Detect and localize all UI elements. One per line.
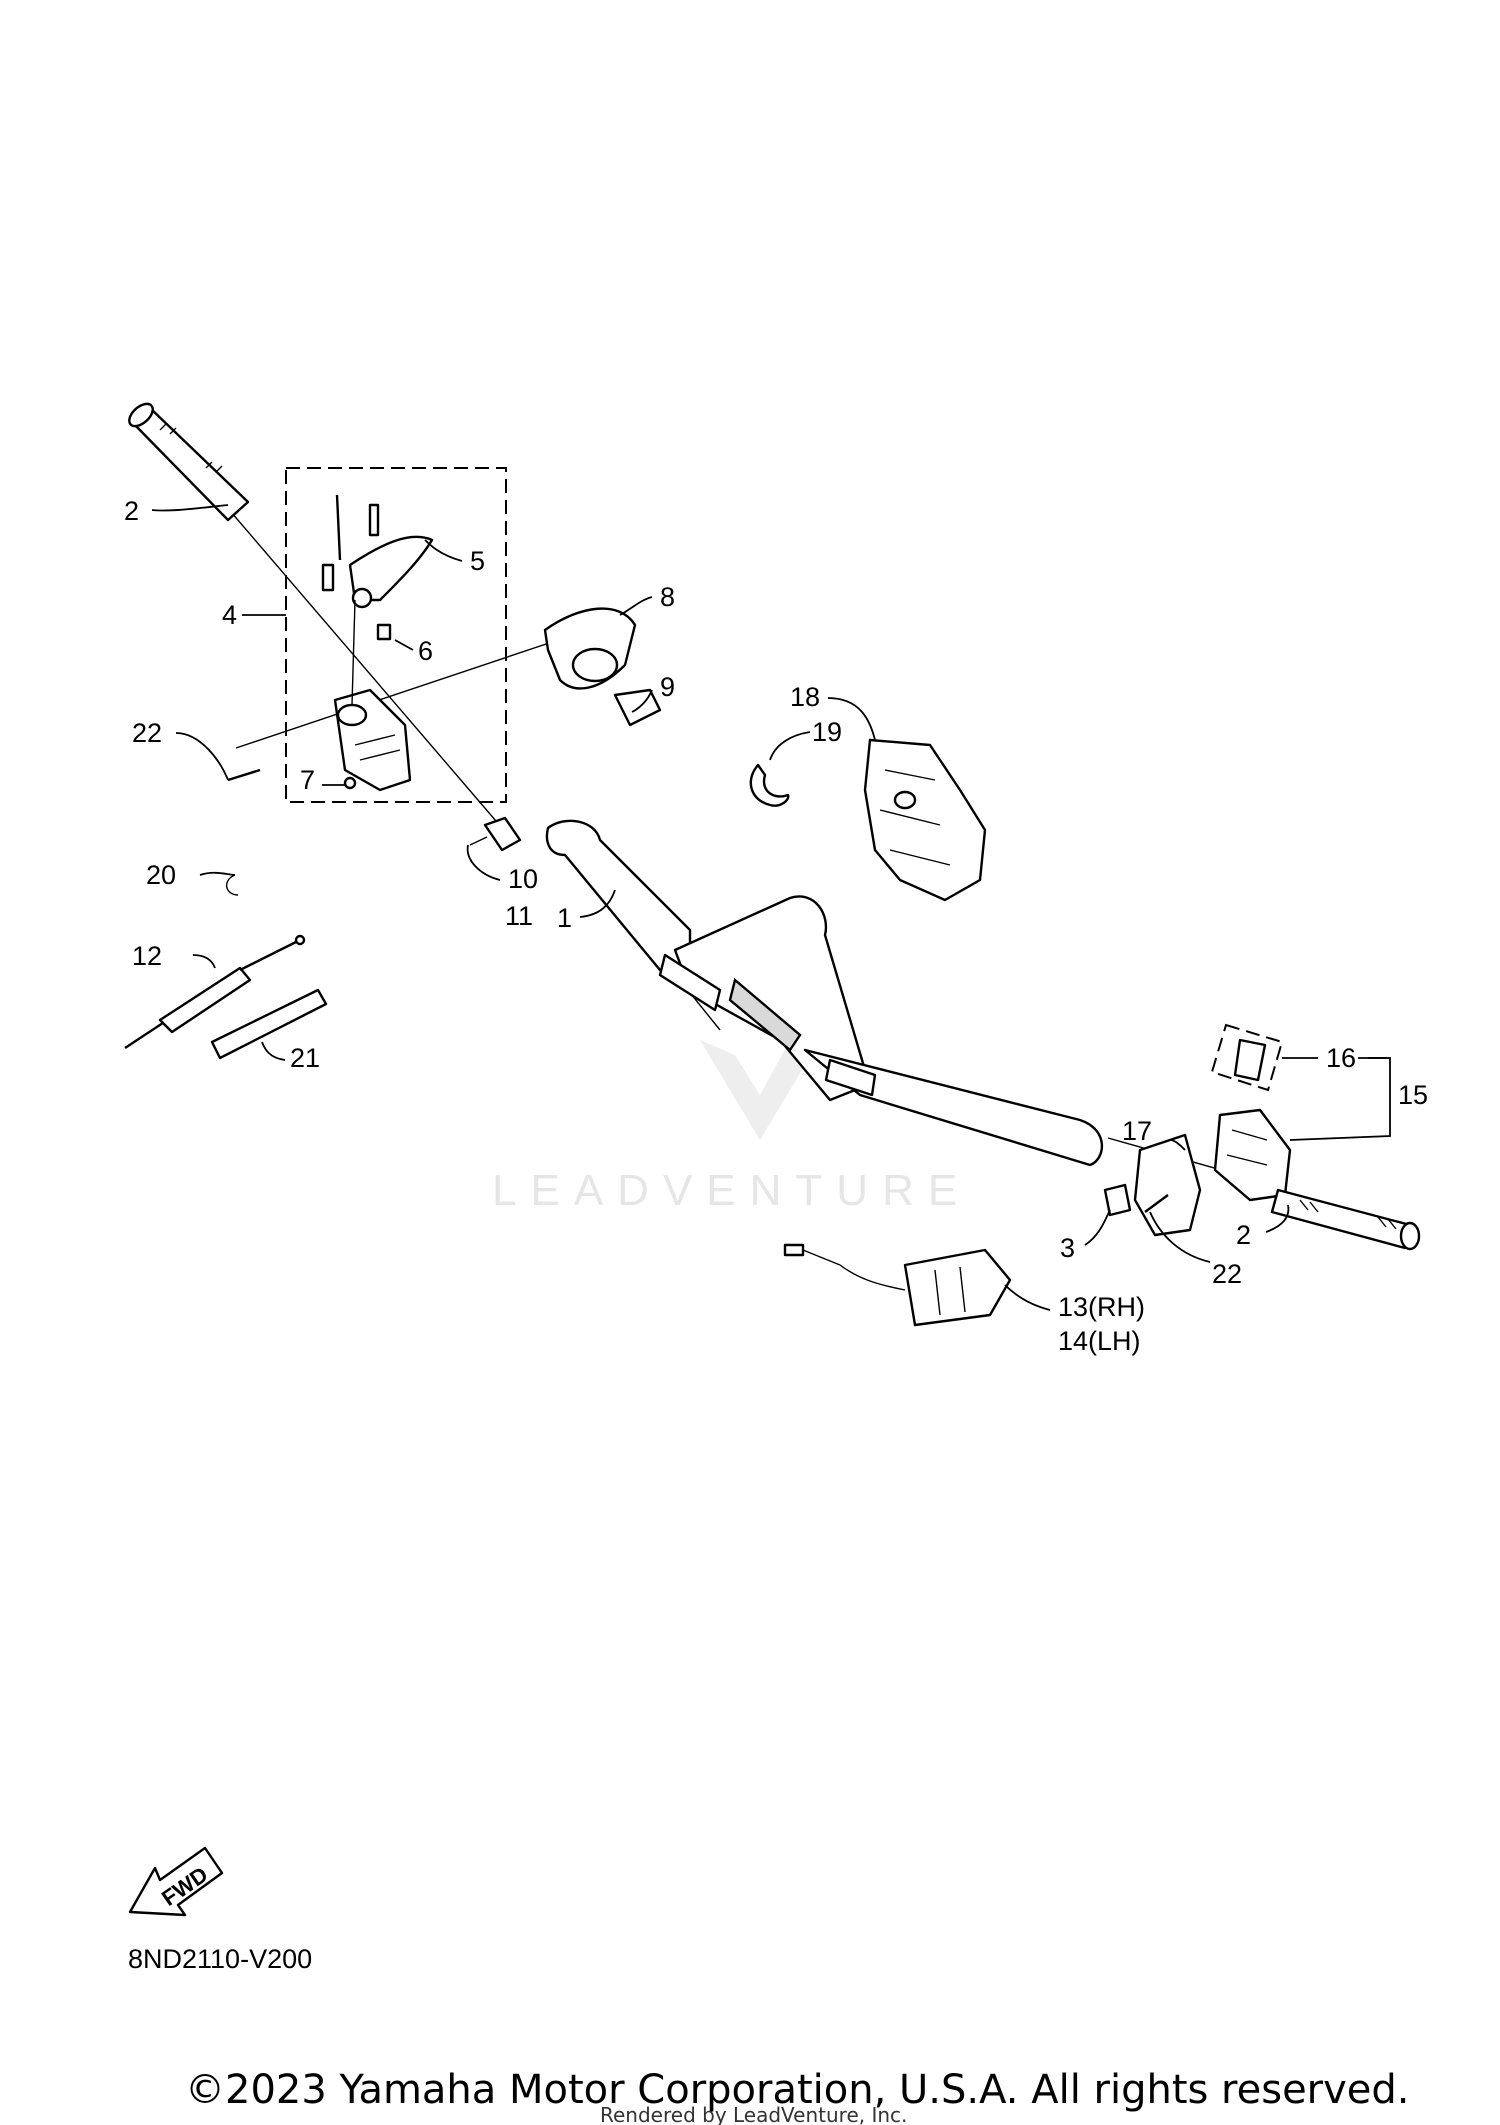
label-part-22-left: 22 xyxy=(132,718,162,748)
pin-part-22-right xyxy=(1144,1194,1169,1213)
label-part-3: 3 xyxy=(1060,1233,1075,1263)
copyright-text: ©2023 Yamaha Motor Corporation, U.S.A. A… xyxy=(185,2067,1410,2113)
label-part-14: 14(LH) xyxy=(1058,1326,1141,1356)
label-part-11: 11 xyxy=(505,901,533,931)
grip-right xyxy=(1270,1188,1421,1251)
drawing-code: 8ND2110-V200 xyxy=(128,1944,312,1974)
switch-part-15 xyxy=(1210,1023,1292,1202)
fwd-arrow-icon: FWD xyxy=(128,1846,224,1917)
label-part-2-right: 2 xyxy=(1236,1220,1251,1250)
label-part-10: 10 xyxy=(508,864,538,894)
label-part-18: 18 xyxy=(790,682,820,712)
bracket-part-18 xyxy=(863,738,987,902)
cover-part-17 xyxy=(1133,1133,1202,1237)
label-part-22-right: 22 xyxy=(1212,1259,1242,1289)
lever-part-5 xyxy=(321,494,434,609)
label-part-21: 21 xyxy=(290,1043,320,1073)
label-part-1: 1 xyxy=(557,903,572,933)
label-part-6: 6 xyxy=(418,636,433,666)
rendered-by-text: Rendered by LeadVenture, Inc. xyxy=(600,2103,907,2125)
leader-lines xyxy=(151,504,1391,1311)
label-part-7: 7 xyxy=(300,765,315,795)
clip-part-9 xyxy=(613,688,662,727)
callout-labels: 2 4 5 6 8 9 22 7 10 11 1 20 12 21 18 19 … xyxy=(124,496,1428,1356)
label-part-15: 15 xyxy=(1398,1080,1428,1110)
cable-part-12 xyxy=(124,874,306,1050)
handlebar-part-1 xyxy=(545,819,1104,1167)
label-part-2-top: 2 xyxy=(124,496,139,526)
heater-part-13-14 xyxy=(783,1243,1012,1327)
label-part-4: 4 xyxy=(222,600,237,630)
label-part-8: 8 xyxy=(660,582,675,612)
grip-left xyxy=(128,402,250,522)
label-part-12: 12 xyxy=(132,941,162,971)
label-part-19: 19 xyxy=(812,717,842,747)
plug-part-3 xyxy=(1103,1183,1132,1217)
assembly-4-boundary xyxy=(285,467,507,803)
watermark: LEADVENTURE xyxy=(492,1040,971,1215)
housing-part-7 xyxy=(333,599,412,792)
label-part-20: 20 xyxy=(146,860,176,890)
watermark-logo-icon xyxy=(700,1040,820,1140)
label-part-13: 13(RH) xyxy=(1058,1292,1145,1322)
label-part-5: 5 xyxy=(470,546,485,576)
tube-part-21 xyxy=(210,988,328,1060)
label-part-16: 16 xyxy=(1326,1043,1356,1073)
nut-part-6 xyxy=(376,623,392,641)
cover-part-8 xyxy=(543,607,637,690)
label-part-17: 17 xyxy=(1122,1116,1152,1146)
label-part-9: 9 xyxy=(660,672,675,702)
pin-part-22-left xyxy=(227,768,261,782)
watermark-text: LEADVENTURE xyxy=(492,1166,971,1215)
ring-part-19 xyxy=(749,763,790,807)
part-10-11 xyxy=(469,816,522,852)
